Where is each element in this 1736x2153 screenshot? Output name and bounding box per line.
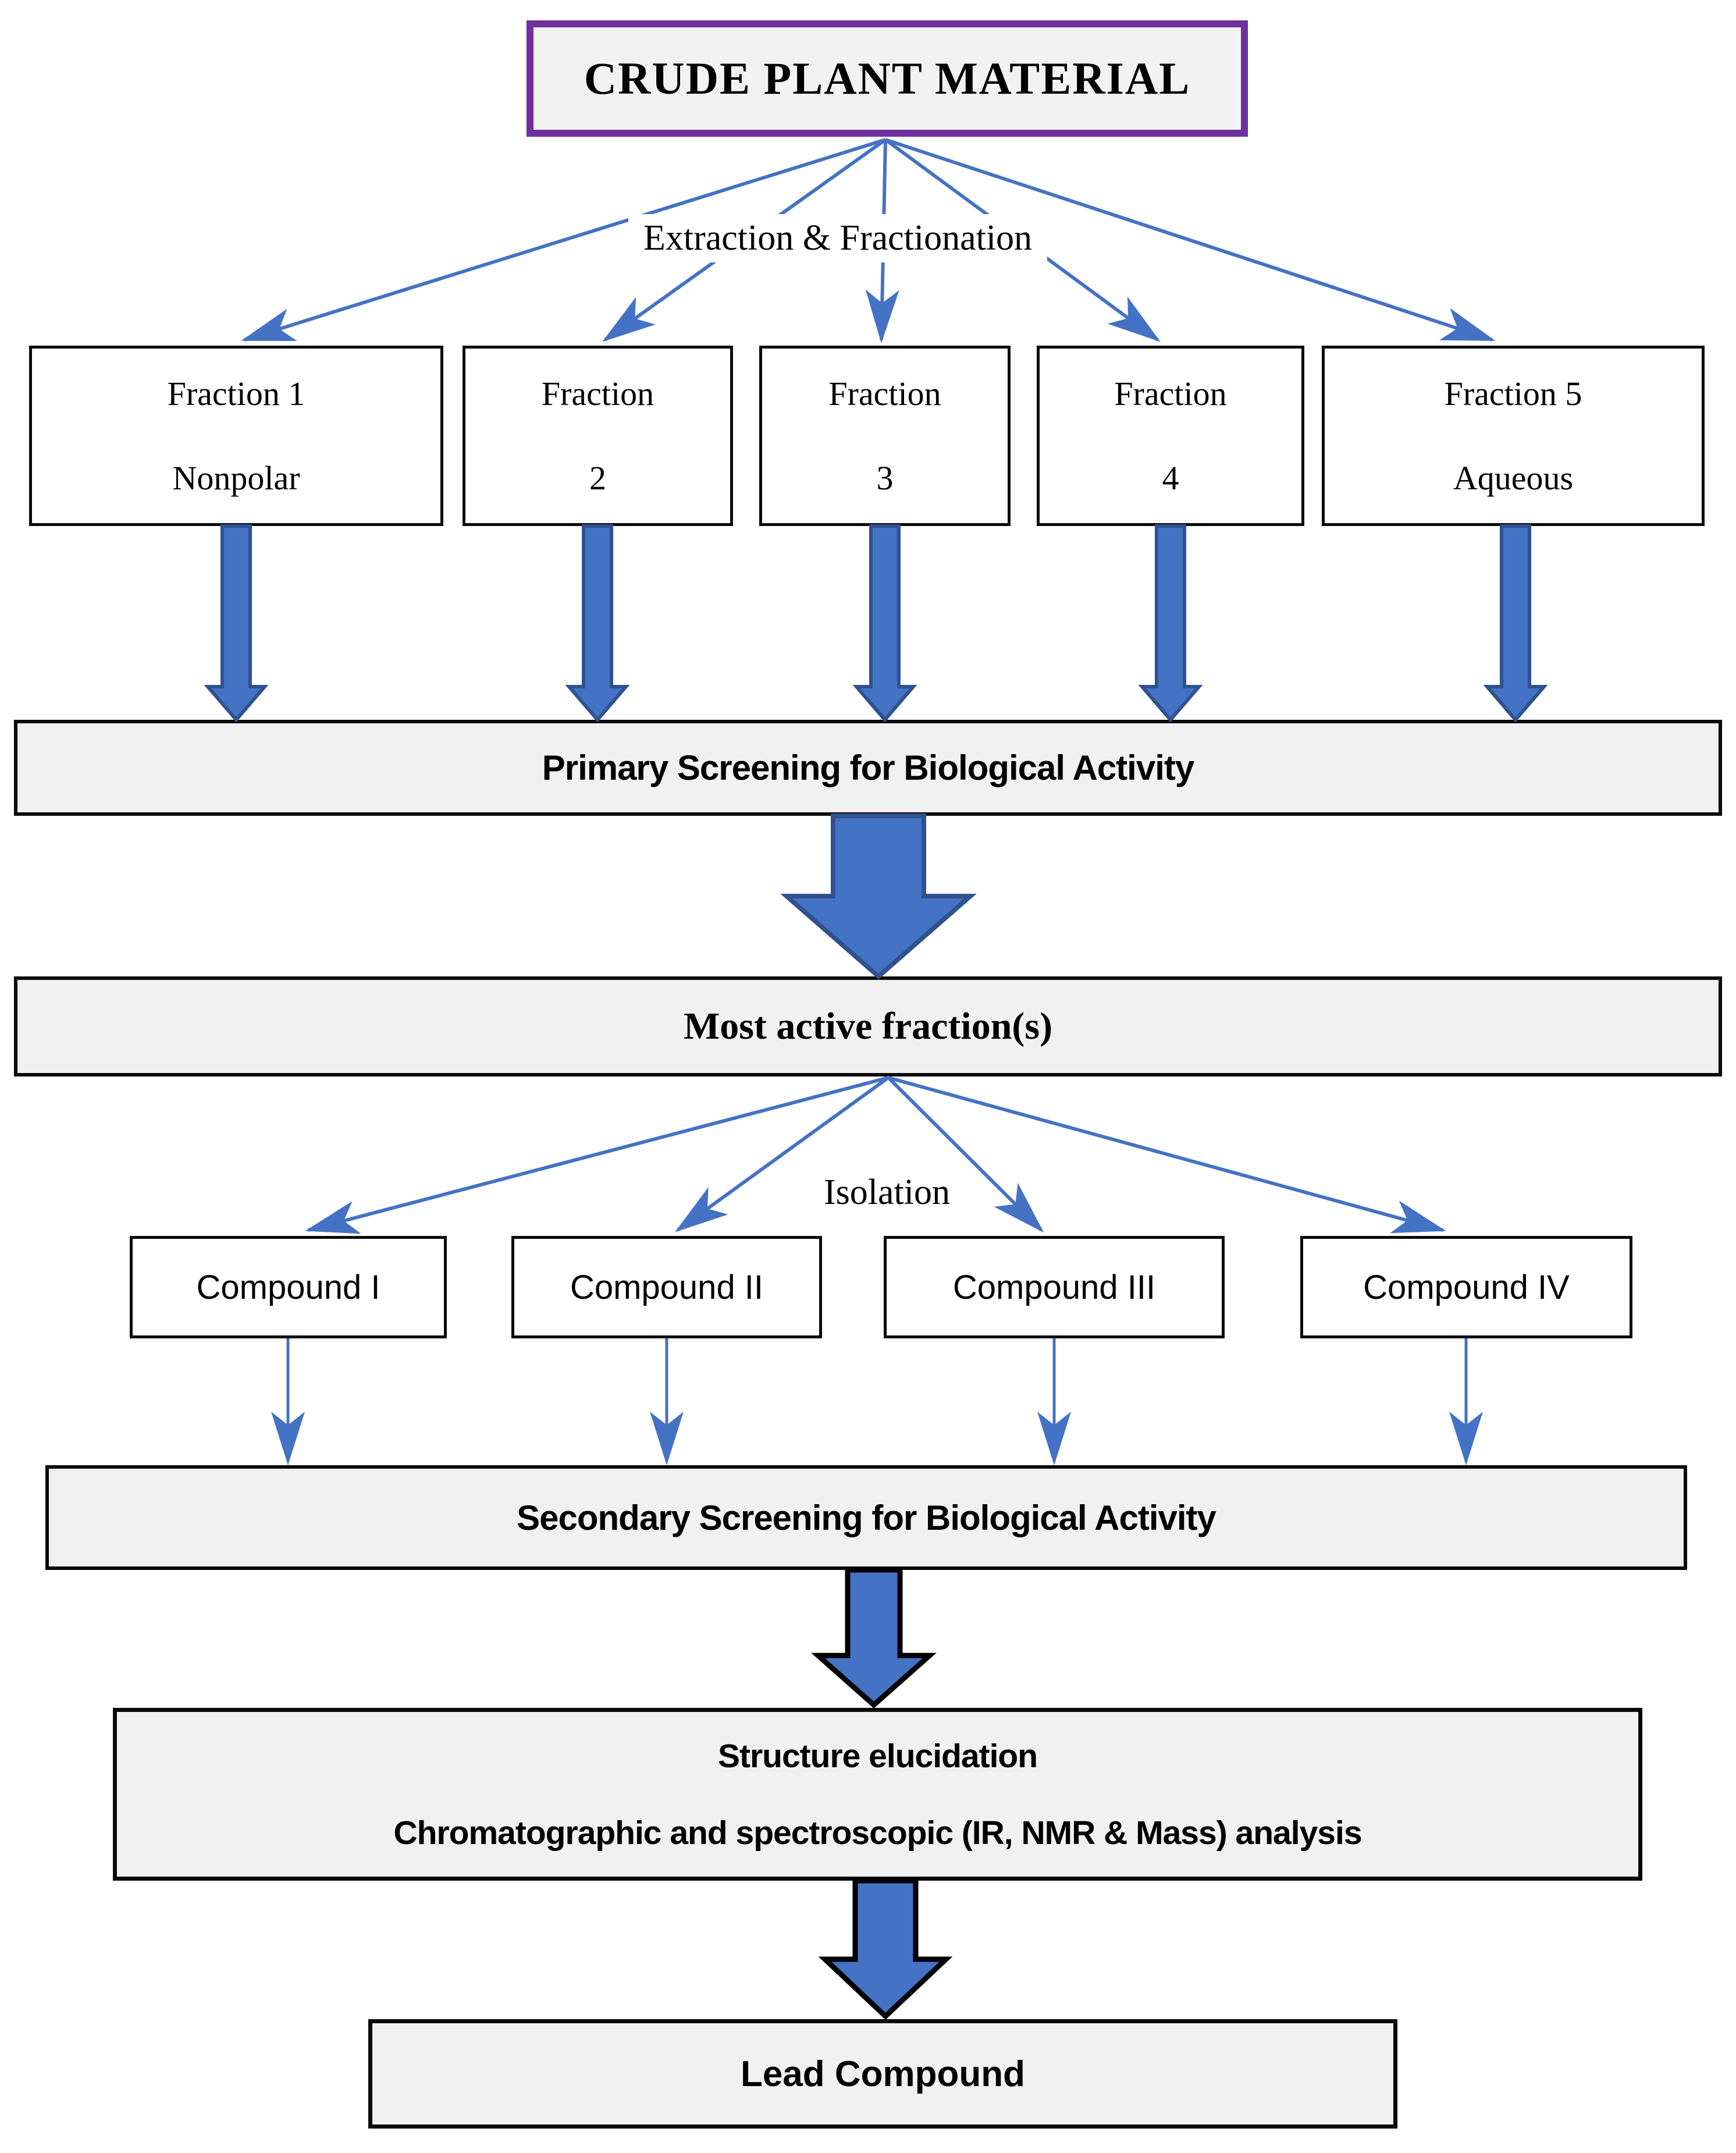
fraction-3-line1: Fraction — [828, 375, 941, 413]
isolation-label: Isolation — [809, 1168, 965, 1217]
arrow-fraction-5-down — [1483, 524, 1548, 723]
extraction-fractionation-text: Extraction & Fractionation — [643, 218, 1033, 258]
compound-4-label: Compound IV — [1363, 1268, 1570, 1306]
compound-1-label: Compound I — [196, 1268, 380, 1306]
compound-3-label: Compound III — [952, 1268, 1156, 1306]
compound-2-box: Compound II — [511, 1236, 822, 1338]
isolation-text: Isolation — [824, 1173, 950, 1212]
fraction-5-line1: Fraction 5 — [1444, 375, 1582, 413]
arrow-structure-to-lead — [818, 1878, 953, 2020]
most-active-fractions-label: Most active fraction(s) — [683, 1005, 1053, 1047]
arrow-fraction-3-down — [852, 524, 917, 723]
fraction-3-line2: 3 — [876, 459, 894, 497]
fraction-5-box: Fraction 5 Aqueous — [1322, 346, 1705, 526]
crude-plant-material-label: CRUDE PLANT MATERIAL — [584, 53, 1191, 104]
primary-screening-bar: Primary Screening for Biological Activit… — [14, 720, 1722, 816]
secondary-screening-label: Secondary Screening for Biological Activ… — [517, 1498, 1216, 1537]
fraction-2-box: Fraction 2 — [463, 346, 733, 526]
lead-compound-label: Lead Compound — [740, 2053, 1026, 2094]
primary-screening-label: Primary Screening for Biological Activit… — [542, 748, 1194, 787]
crude-plant-material-box: CRUDE PLANT MATERIAL — [527, 20, 1248, 137]
extraction-fractionation-label: Extraction & Fractionation — [628, 214, 1048, 262]
arrow-primary-to-most-active — [780, 813, 977, 980]
compound-1-box: Compound I — [130, 1236, 447, 1338]
fraction-2-line2: 2 — [589, 459, 606, 497]
fraction-4-line2: 4 — [1162, 459, 1179, 497]
arrow-secondary-to-structure — [811, 1567, 937, 1709]
structure-elucidation-line2: Chromatographic and spectroscopic (IR, N… — [393, 1814, 1362, 1852]
most-active-fractions-bar: Most active fraction(s) — [14, 976, 1722, 1076]
arrow-isolation-to-compound-1 — [305, 1076, 889, 1234]
fraction-5-line2: Aqueous — [1453, 459, 1574, 497]
fraction-2-line1: Fraction — [541, 375, 654, 413]
fraction-3-box: Fraction 3 — [759, 346, 1011, 526]
compound-2-label: Compound II — [570, 1268, 764, 1306]
compound-4-box: Compound IV — [1300, 1236, 1632, 1338]
fraction-4-box: Fraction 4 — [1037, 346, 1304, 526]
arrow-fraction-2-down — [565, 524, 630, 723]
fraction-1-line2: Nonpolar — [172, 459, 300, 497]
compound-3-box: Compound III — [884, 1236, 1225, 1338]
arrow-fraction-1-down — [204, 524, 269, 723]
arrow-isolation-to-compound-4 — [888, 1076, 1446, 1234]
structure-elucidation-box: Structure elucidation Chromatographic an… — [113, 1708, 1642, 1881]
secondary-screening-bar: Secondary Screening for Biological Activ… — [45, 1465, 1687, 1570]
lead-compound-box: Lead Compound — [368, 2019, 1397, 2129]
fraction-1-line1: Fraction 1 — [167, 375, 305, 413]
arrow-fraction-4-down — [1138, 524, 1203, 723]
structure-elucidation-line1: Structure elucidation — [717, 1737, 1038, 1775]
fraction-4-line1: Fraction — [1114, 375, 1227, 413]
fraction-1-box: Fraction 1 Nonpolar — [29, 346, 443, 526]
